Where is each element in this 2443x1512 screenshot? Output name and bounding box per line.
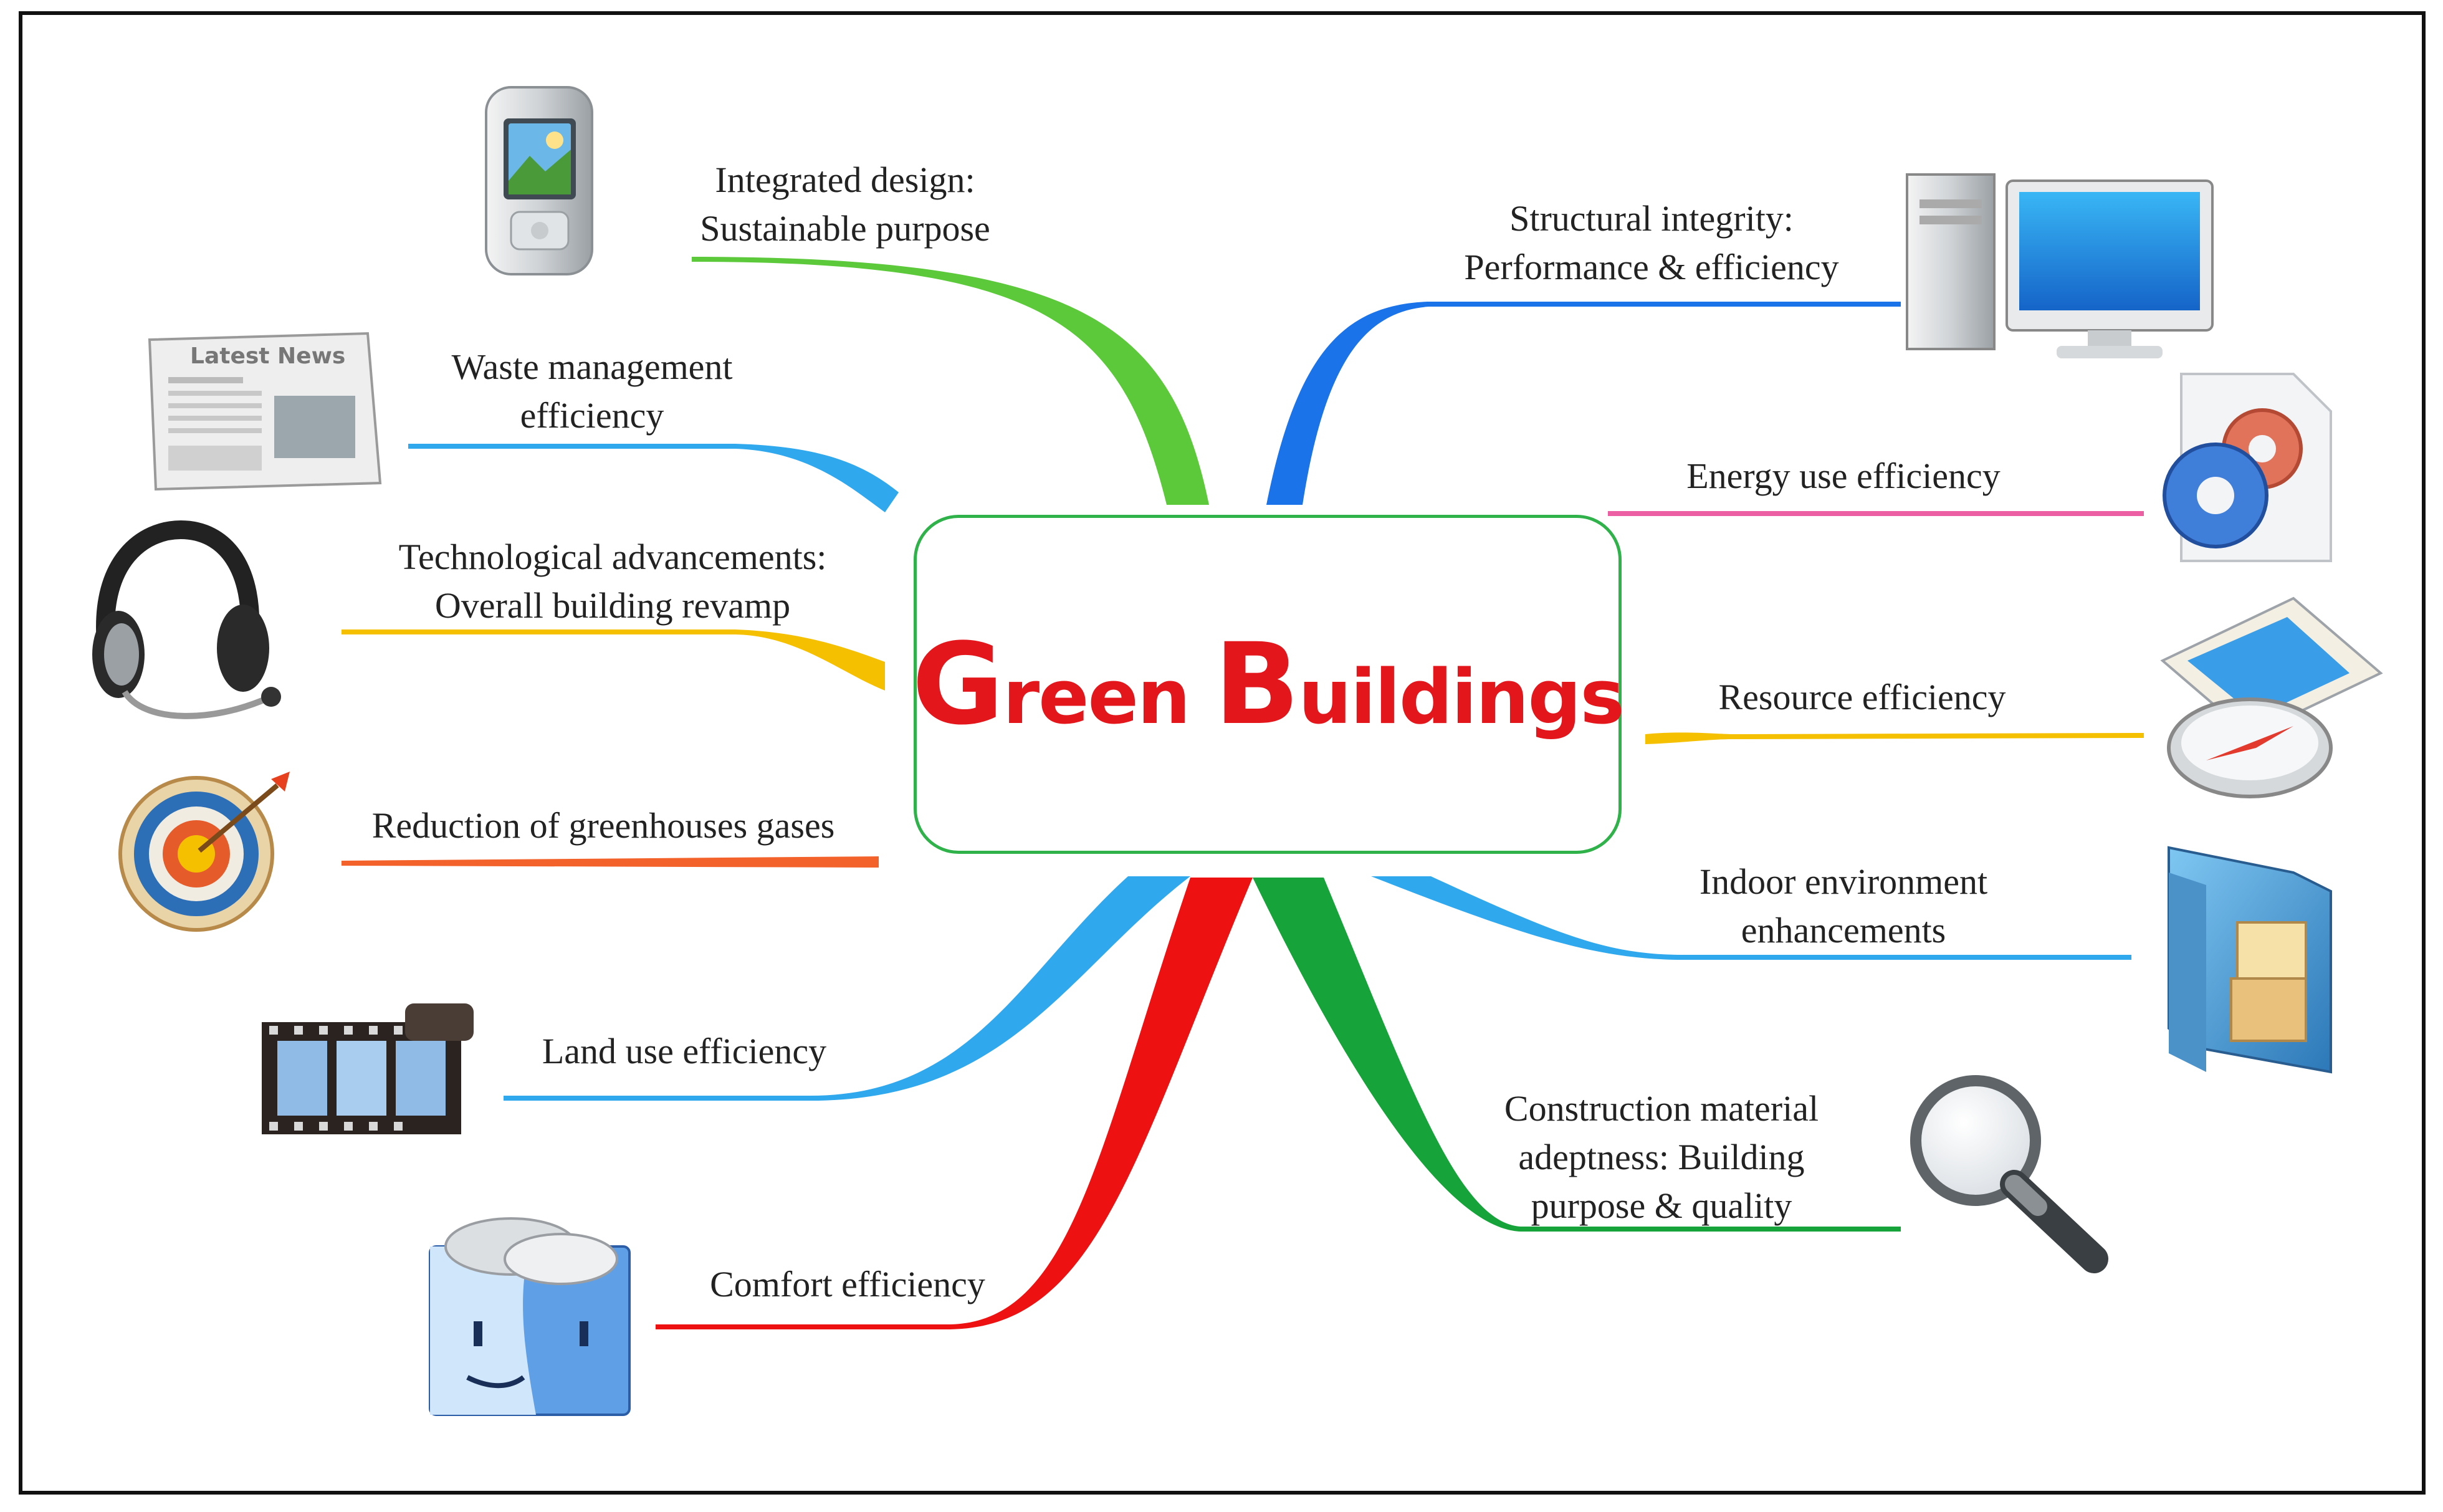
target-icon: [118, 772, 290, 932]
newspaper-icon: Latest News: [148, 332, 382, 491]
label-indoor: Indoor environment enhancements: [1700, 858, 1987, 955]
label-structural: Structural integrity: Performance & effi…: [1464, 194, 1838, 292]
connector-resource: [1645, 732, 2144, 744]
label-structural-line2: Performance & efficiency: [1464, 247, 1839, 287]
label-energy: Energy use efficiency: [1686, 456, 2001, 496]
film-strip-icon: [262, 1003, 474, 1134]
label-construction-line3: purpose & quality: [1531, 1185, 1792, 1226]
title-initial-g: G: [912, 619, 1004, 750]
label-integrated-design-line2: Sustainable purpose: [700, 208, 990, 249]
connector-land-use: [504, 876, 1190, 1101]
connector-integrated-design: [692, 257, 1209, 505]
label-waste-management: Waste management efficiency: [451, 343, 732, 440]
label-structural-line1: Structural integrity:: [1509, 198, 1794, 239]
connector-construction: [1253, 878, 1901, 1232]
connector-comfort: [656, 878, 1253, 1329]
computer-icon: [1906, 173, 2214, 358]
central-node: Green Buildings: [912, 515, 1625, 854]
title-initial-b: B: [1214, 619, 1299, 750]
gears-document-icon: [2163, 373, 2332, 562]
newspaper-heading: Latest News: [190, 343, 345, 369]
label-indoor-line2: enhancements: [1741, 910, 1946, 950]
label-greenhouse: Reduction of greenhouses gases: [371, 805, 835, 846]
connector-waste: [408, 444, 899, 512]
label-waste-line2: efficiency: [520, 395, 664, 436]
label-waste-line1: Waste management: [451, 347, 733, 387]
finder-faces-icon: [429, 1217, 631, 1416]
magnifier-icon: [1910, 1075, 2108, 1273]
title-rest-green: reen: [1002, 654, 1215, 741]
label-construction: Construction material adeptness: Buildin…: [1504, 1084, 1819, 1230]
label-land-use: Land use efficiency: [542, 1031, 827, 1071]
headset-icon: [92, 520, 281, 719]
connector-greenhouse: [342, 856, 879, 868]
label-resource: Resource efficiency: [1718, 677, 2006, 717]
label-tech-line1: Technological advancements:: [398, 537, 827, 577]
label-integrated-design: Integrated design: Sustainable purpose: [700, 156, 990, 253]
picture-folder-icon: [2168, 846, 2332, 1074]
label-comfort: Comfort efficiency: [710, 1264, 985, 1304]
map-compass-icon: [2160, 596, 2383, 798]
label-tech-line2: Overall building revamp: [434, 585, 791, 626]
label-construction-line2: adeptness: Building: [1518, 1137, 1805, 1177]
central-title: Green Buildings: [912, 619, 1625, 750]
connector-indoor: [1371, 876, 2131, 960]
connector-technological: [342, 629, 885, 691]
label-construction-line1: Construction material: [1504, 1088, 1819, 1129]
title-rest-buildings: uildings: [1298, 654, 1624, 741]
connector-energy: [1608, 511, 2144, 516]
mobile-phone-icon: [485, 86, 593, 275]
label-indoor-line1: Indoor environment: [1699, 861, 1988, 902]
label-integrated-design-line1: Integrated design:: [715, 160, 975, 200]
label-technological: Technological advancements: Overall buil…: [399, 533, 827, 630]
